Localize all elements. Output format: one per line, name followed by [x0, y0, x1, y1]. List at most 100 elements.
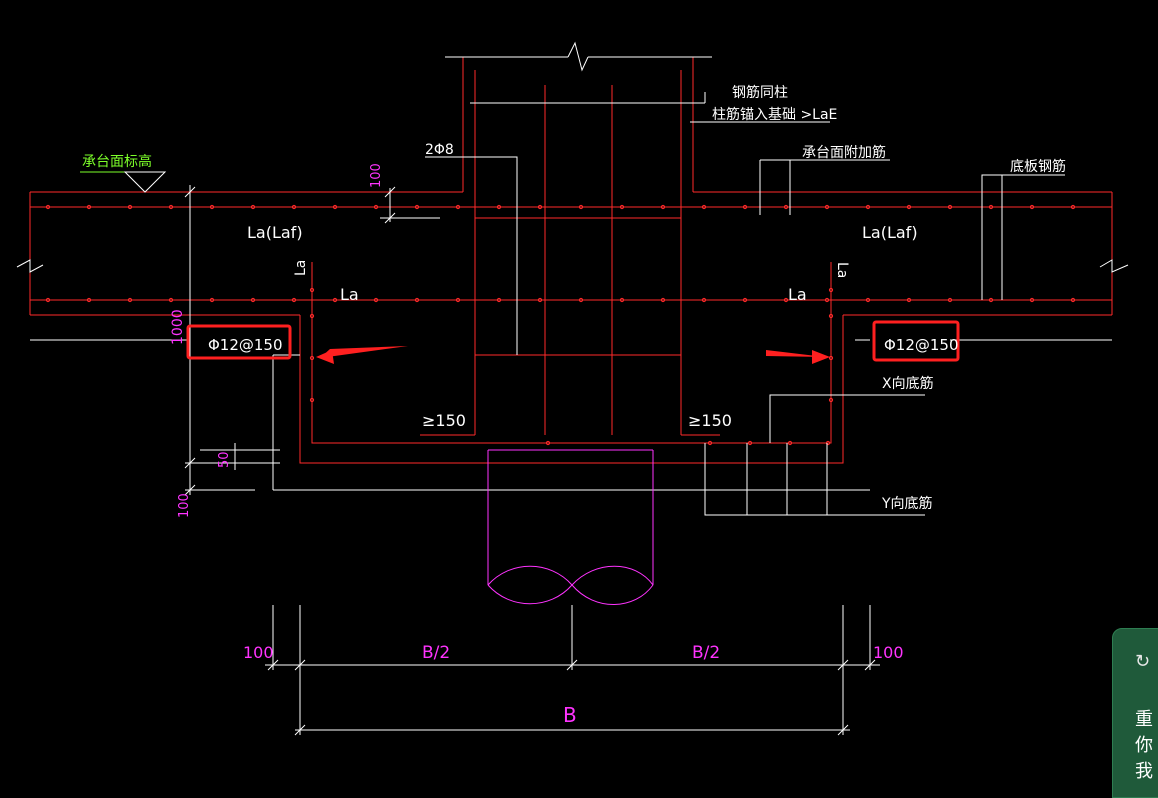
rebar-dot	[209, 297, 215, 303]
rebar-dot	[828, 313, 834, 319]
rebar-dot	[373, 204, 379, 210]
white-lines	[16, 41, 1129, 735]
rebar-dot	[1070, 204, 1076, 210]
rebar-dot	[947, 204, 953, 210]
arrows	[316, 346, 830, 364]
rebar-dot	[947, 297, 953, 303]
rebar-dot	[496, 204, 502, 210]
elevation-triangle-icon	[123, 171, 167, 193]
dim-b-label: B	[563, 703, 577, 727]
elevation-marker	[80, 171, 167, 193]
rebar-dot	[127, 204, 133, 210]
refresh-icon[interactable]: ↻	[1135, 651, 1151, 672]
rebar-dot	[86, 204, 92, 210]
arrow-right-icon	[766, 350, 825, 357]
rebar-dot	[168, 297, 174, 303]
side-panel-line-1: 重	[1135, 709, 1153, 730]
rebar-dot	[742, 204, 748, 210]
rebar-dot	[707, 440, 713, 446]
rebar-dot	[660, 297, 666, 303]
rebar-dot	[414, 204, 420, 210]
rebar-dot	[906, 297, 912, 303]
x-bottom-rebar-label: X向底筋	[882, 375, 934, 392]
cap-top-elevation-label: 承台面标高	[82, 153, 152, 170]
rebar-dot	[578, 204, 584, 210]
rebar-dot	[783, 297, 789, 303]
rebar-dot	[988, 204, 994, 210]
rebar-dot	[127, 297, 133, 303]
two-phi8-label: 2Φ8	[425, 142, 454, 158]
rebar-dot	[1029, 297, 1035, 303]
rebar-dot	[414, 297, 420, 303]
rebar-dot	[865, 204, 871, 210]
highlight-box-right	[872, 320, 960, 362]
rebar-spec-right: Φ12@150	[884, 336, 959, 354]
rebar-dot	[537, 204, 543, 210]
dim-100-bottom-right-label: 100	[873, 643, 904, 662]
rebar-dot	[701, 297, 707, 303]
la-right-label: La	[788, 285, 807, 304]
dim-ticks	[184, 186, 876, 736]
rebar-dot	[578, 297, 584, 303]
rebar-dot	[619, 204, 625, 210]
dim-1000-label: 1000	[170, 309, 186, 345]
rebar-dot	[309, 287, 315, 293]
red-structure-lines	[29, 57, 1113, 464]
rebar-dot	[45, 297, 51, 303]
cap-top-extra-rebar-label: 承台面附加筋	[802, 144, 886, 161]
rebar-dot	[250, 297, 256, 303]
rebar-dots	[45, 204, 1076, 446]
text-layer: 承台面标高 钢筋同柱 柱筋锚入基础 >LaE 2Φ8 承台面附加筋 底板钢筋 1…	[82, 84, 1066, 727]
rebar-dot	[332, 297, 338, 303]
dim-50-label: 50	[217, 451, 232, 468]
y-bottom-leader	[704, 443, 925, 516]
break-symbol-left	[16, 259, 44, 273]
rebar-dot	[455, 204, 461, 210]
break-symbol-right	[1099, 259, 1129, 273]
side-panel[interactable]: ↻ 重 你 我	[1112, 628, 1158, 798]
column-anchor-label: 柱筋锚入基础 >LaE	[712, 106, 837, 123]
rebar-dot	[537, 297, 543, 303]
slab-rebar-label: 底板钢筋	[1010, 158, 1066, 175]
rebar-dot	[496, 297, 502, 303]
rebar-dot	[332, 204, 338, 210]
rebar-dot	[824, 297, 830, 303]
rebar-dot	[291, 204, 297, 210]
arrow-left-icon	[320, 346, 408, 358]
rebar-dot	[168, 204, 174, 210]
la-laf-left-label: La(Laf)	[247, 223, 303, 242]
rebar-same-column-label: 钢筋同柱	[732, 84, 788, 101]
highlight-box-left	[186, 324, 292, 360]
rebar-dot	[865, 297, 871, 303]
y-bottom-rebar-label: Y向底筋	[881, 495, 933, 512]
two-phi8-leader	[425, 156, 518, 355]
rebar-dot	[373, 297, 379, 303]
rebar-dot	[1029, 204, 1035, 210]
rebar-dot	[619, 297, 625, 303]
rebar-dot	[988, 297, 994, 303]
break-symbol-top	[567, 41, 589, 72]
rebar-dot	[250, 204, 256, 210]
rebar-dot	[701, 204, 707, 210]
la-laf-right-label: La(Laf)	[862, 223, 918, 242]
cap-inner-rebar	[311, 262, 832, 444]
la-left-label: La	[340, 285, 359, 304]
rebar-dot	[1070, 297, 1076, 303]
rebar-dot	[660, 204, 666, 210]
dim-100-top-label: 100	[369, 163, 384, 188]
rebar-dot	[291, 297, 297, 303]
side-panel-line-2: 你	[1135, 735, 1153, 756]
dim-100-bottom-left-label: 100	[243, 643, 274, 662]
rebar-dot	[783, 204, 789, 210]
x-bottom-leader	[769, 394, 925, 443]
la-vertical-right-label: La	[834, 262, 850, 278]
rebar-dot	[545, 440, 551, 446]
pile	[487, 449, 654, 605]
dim-b2-right-label: B/2	[692, 643, 720, 663]
cap-outline	[299, 315, 844, 464]
rebar-dot	[209, 204, 215, 210]
rebar-dot	[309, 397, 315, 403]
rebar-spec-left: Φ12@150	[208, 336, 283, 354]
dim-b2-left-label: B/2	[422, 643, 450, 663]
